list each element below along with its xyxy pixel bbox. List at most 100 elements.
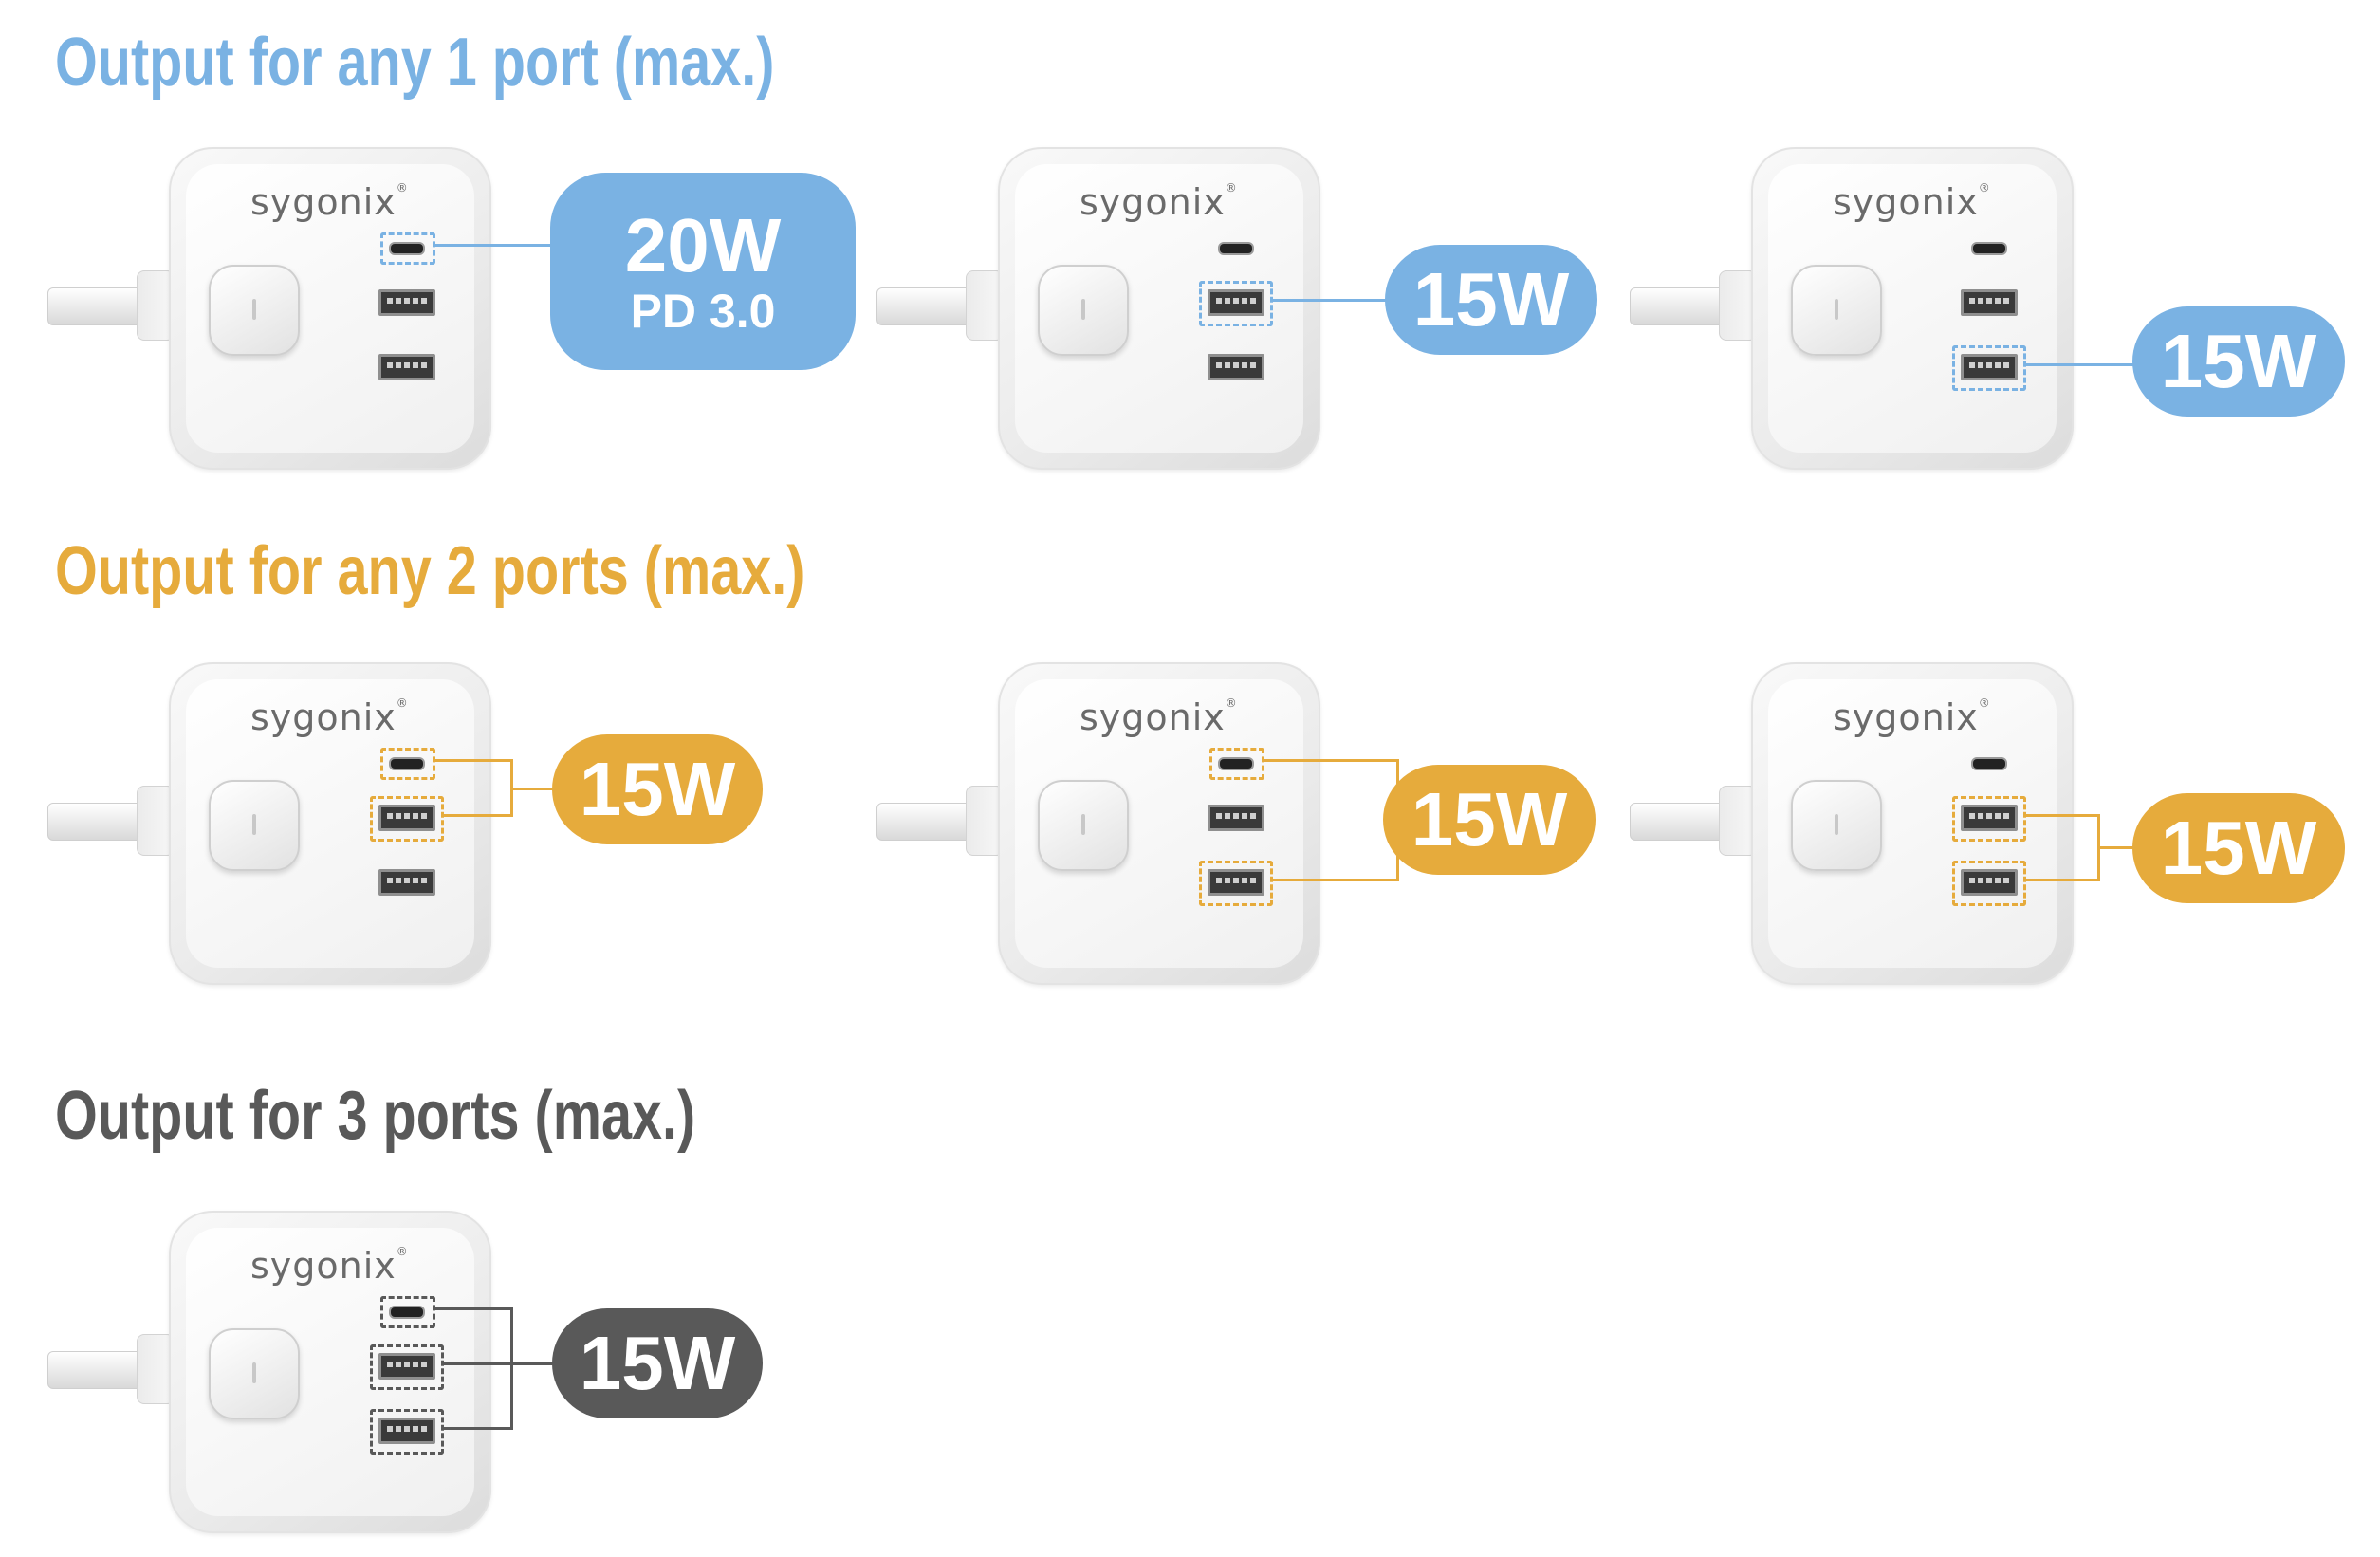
connector-line	[2097, 846, 2135, 849]
usb-a-2-highlight	[1952, 345, 2026, 391]
connector-line	[433, 759, 512, 762]
usb-a-port-1	[378, 1353, 435, 1380]
charger-body: sygonix®	[998, 662, 1320, 985]
power-button	[209, 265, 300, 356]
usb-a-port-2	[1961, 869, 2018, 896]
power-badge: 15W	[1383, 765, 1596, 875]
power-value: 15W	[2160, 319, 2317, 403]
power-value: 15W	[579, 747, 736, 831]
cable-strain-relief	[137, 786, 175, 856]
connector-line	[2023, 879, 2099, 881]
power-value: 20W	[624, 203, 782, 287]
power-value: 15W	[1411, 777, 1568, 862]
power-value: 15W	[2160, 806, 2317, 890]
connector-line	[433, 244, 550, 247]
power-badge: 15W	[552, 1308, 763, 1418]
usb-a-2-highlight	[1952, 861, 2026, 906]
charger-body: sygonix®	[169, 147, 491, 470]
connector-line	[1262, 759, 1398, 762]
cable-strain-relief	[966, 786, 1004, 856]
connector-line	[441, 1362, 512, 1365]
charger-body: sygonix®	[998, 147, 1320, 470]
usb-a-1-highlight	[370, 1344, 444, 1390]
usb-c-port	[1971, 242, 2007, 255]
brand-logo: sygonix®	[1833, 696, 1991, 738]
connector-bracket	[510, 1307, 513, 1430]
power-button	[1038, 265, 1129, 356]
heading-two-ports: Output for any 2 ports (max.)	[55, 533, 805, 609]
cable-strain-relief	[1719, 270, 1757, 341]
usb-a-2-highlight	[1199, 861, 1273, 906]
cable-strain-relief	[966, 270, 1004, 341]
brand-logo: sygonix®	[1079, 696, 1238, 738]
usb-a-port-2	[1208, 354, 1264, 380]
power-badge: 20W PD 3.0	[550, 173, 856, 370]
usb-a-port-1	[1961, 289, 2018, 316]
charger-unit-1p-usba2: sygonix® 15W	[1630, 147, 2345, 470]
usb-a-1-highlight	[1199, 281, 1273, 326]
power-badge: 15W	[1385, 245, 1597, 355]
usb-a-port-1	[378, 805, 435, 831]
usb-c-port	[1218, 242, 1254, 255]
charger-unit-1p-usba1: sygonix® 15W	[876, 147, 1597, 470]
brand-logo: sygonix®	[1079, 181, 1238, 223]
power-button	[209, 780, 300, 871]
power-button	[209, 1328, 300, 1419]
usb-a-2-highlight	[370, 1409, 444, 1455]
charger-unit-2p-a1-a2: sygonix® 15W	[1630, 662, 2345, 985]
usb-c-highlight	[380, 232, 435, 265]
usb-a-port-2	[378, 869, 435, 896]
usb-a-port-1	[1961, 805, 2018, 831]
charger-body: sygonix®	[169, 1211, 491, 1533]
connector-line	[441, 1427, 512, 1430]
power-value: 15W	[1412, 257, 1570, 342]
power-badge: 15W	[2132, 793, 2345, 903]
cable-strain-relief	[137, 270, 175, 341]
charger-unit-1p-usbc: sygonix® 20W PD 3.0	[47, 147, 856, 470]
brand-logo: sygonix®	[250, 1245, 409, 1287]
cable-strain-relief	[1719, 786, 1757, 856]
protocol-label: PD 3.0	[630, 285, 776, 338]
usb-a-port-2	[1961, 354, 2018, 380]
connector-line	[441, 814, 512, 817]
charger-unit-2p-c-a1: sygonix® 15W	[47, 662, 763, 985]
charger-unit-3p: sygonix® 15W	[47, 1211, 763, 1533]
charger-body: sygonix®	[1751, 662, 2074, 985]
power-badge: 15W	[2132, 306, 2345, 417]
usb-c-port	[1218, 757, 1254, 770]
usb-a-port-2	[378, 354, 435, 380]
usb-c-highlight	[1209, 748, 1264, 780]
connector-line	[2023, 363, 2135, 366]
connector-line	[510, 788, 554, 790]
brand-logo: sygonix®	[250, 181, 409, 223]
charger-body: sygonix®	[1751, 147, 2074, 470]
usb-a-port-2	[378, 1418, 435, 1444]
connector-line	[1270, 299, 1388, 302]
heading-three-ports: Output for 3 ports (max.)	[55, 1078, 696, 1154]
charger-unit-2p-c-a2: sygonix® 15W	[876, 662, 1596, 985]
power-button	[1038, 780, 1129, 871]
usb-a-port-1	[1208, 289, 1264, 316]
usb-a-port-1	[378, 289, 435, 316]
usb-c-port	[1971, 757, 2007, 770]
usb-c-port	[389, 757, 425, 770]
charger-body: sygonix®	[169, 662, 491, 985]
usb-c-port	[389, 242, 425, 255]
connector-line	[510, 1362, 554, 1365]
brand-logo: sygonix®	[250, 696, 409, 738]
heading-one-port: Output for any 1 port (max.)	[55, 25, 775, 101]
usb-a-port-1	[1208, 805, 1264, 831]
usb-c-port	[389, 1306, 425, 1319]
usb-a-1-highlight	[370, 796, 444, 842]
power-value: 15W	[579, 1321, 736, 1405]
power-button	[1791, 780, 1882, 871]
brand-logo: sygonix®	[1833, 181, 1991, 223]
usb-c-highlight	[380, 1296, 435, 1328]
usb-a-port-2	[1208, 869, 1264, 896]
connector-line	[2023, 814, 2099, 817]
power-button	[1791, 265, 1882, 356]
power-badge: 15W	[552, 734, 763, 844]
connector-line	[1270, 879, 1398, 881]
usb-c-highlight	[380, 748, 435, 780]
connector-line	[433, 1307, 512, 1310]
